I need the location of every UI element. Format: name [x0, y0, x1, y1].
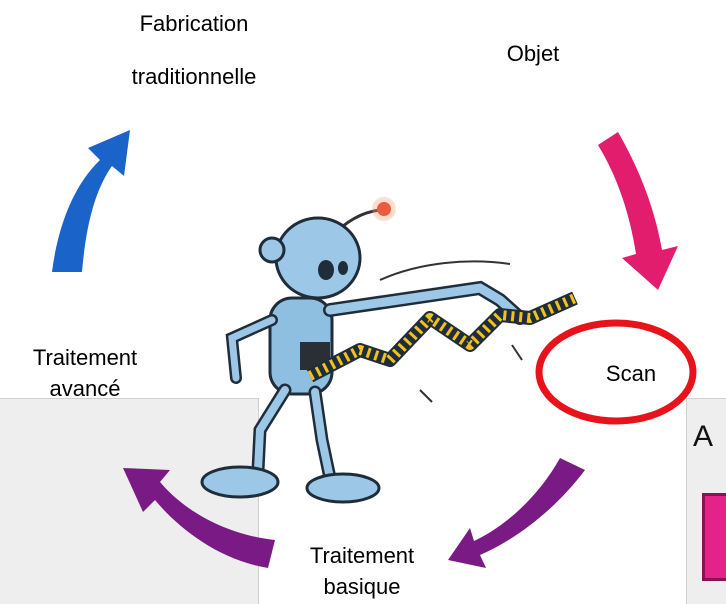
- arrow-purple-right-icon: [448, 458, 585, 568]
- arrow-blue-icon: [52, 130, 130, 272]
- label-objet: Objet: [488, 38, 578, 69]
- label-traitement-basique: Traitement basique: [272, 540, 452, 602]
- label-scan: Scan: [596, 358, 666, 389]
- label-fabrication-traditionnelle: Fabrication traditionnelle: [94, 8, 294, 92]
- arrow-pink-icon: [598, 132, 678, 290]
- label-traitement-avance: Traitement avancé: [0, 342, 170, 404]
